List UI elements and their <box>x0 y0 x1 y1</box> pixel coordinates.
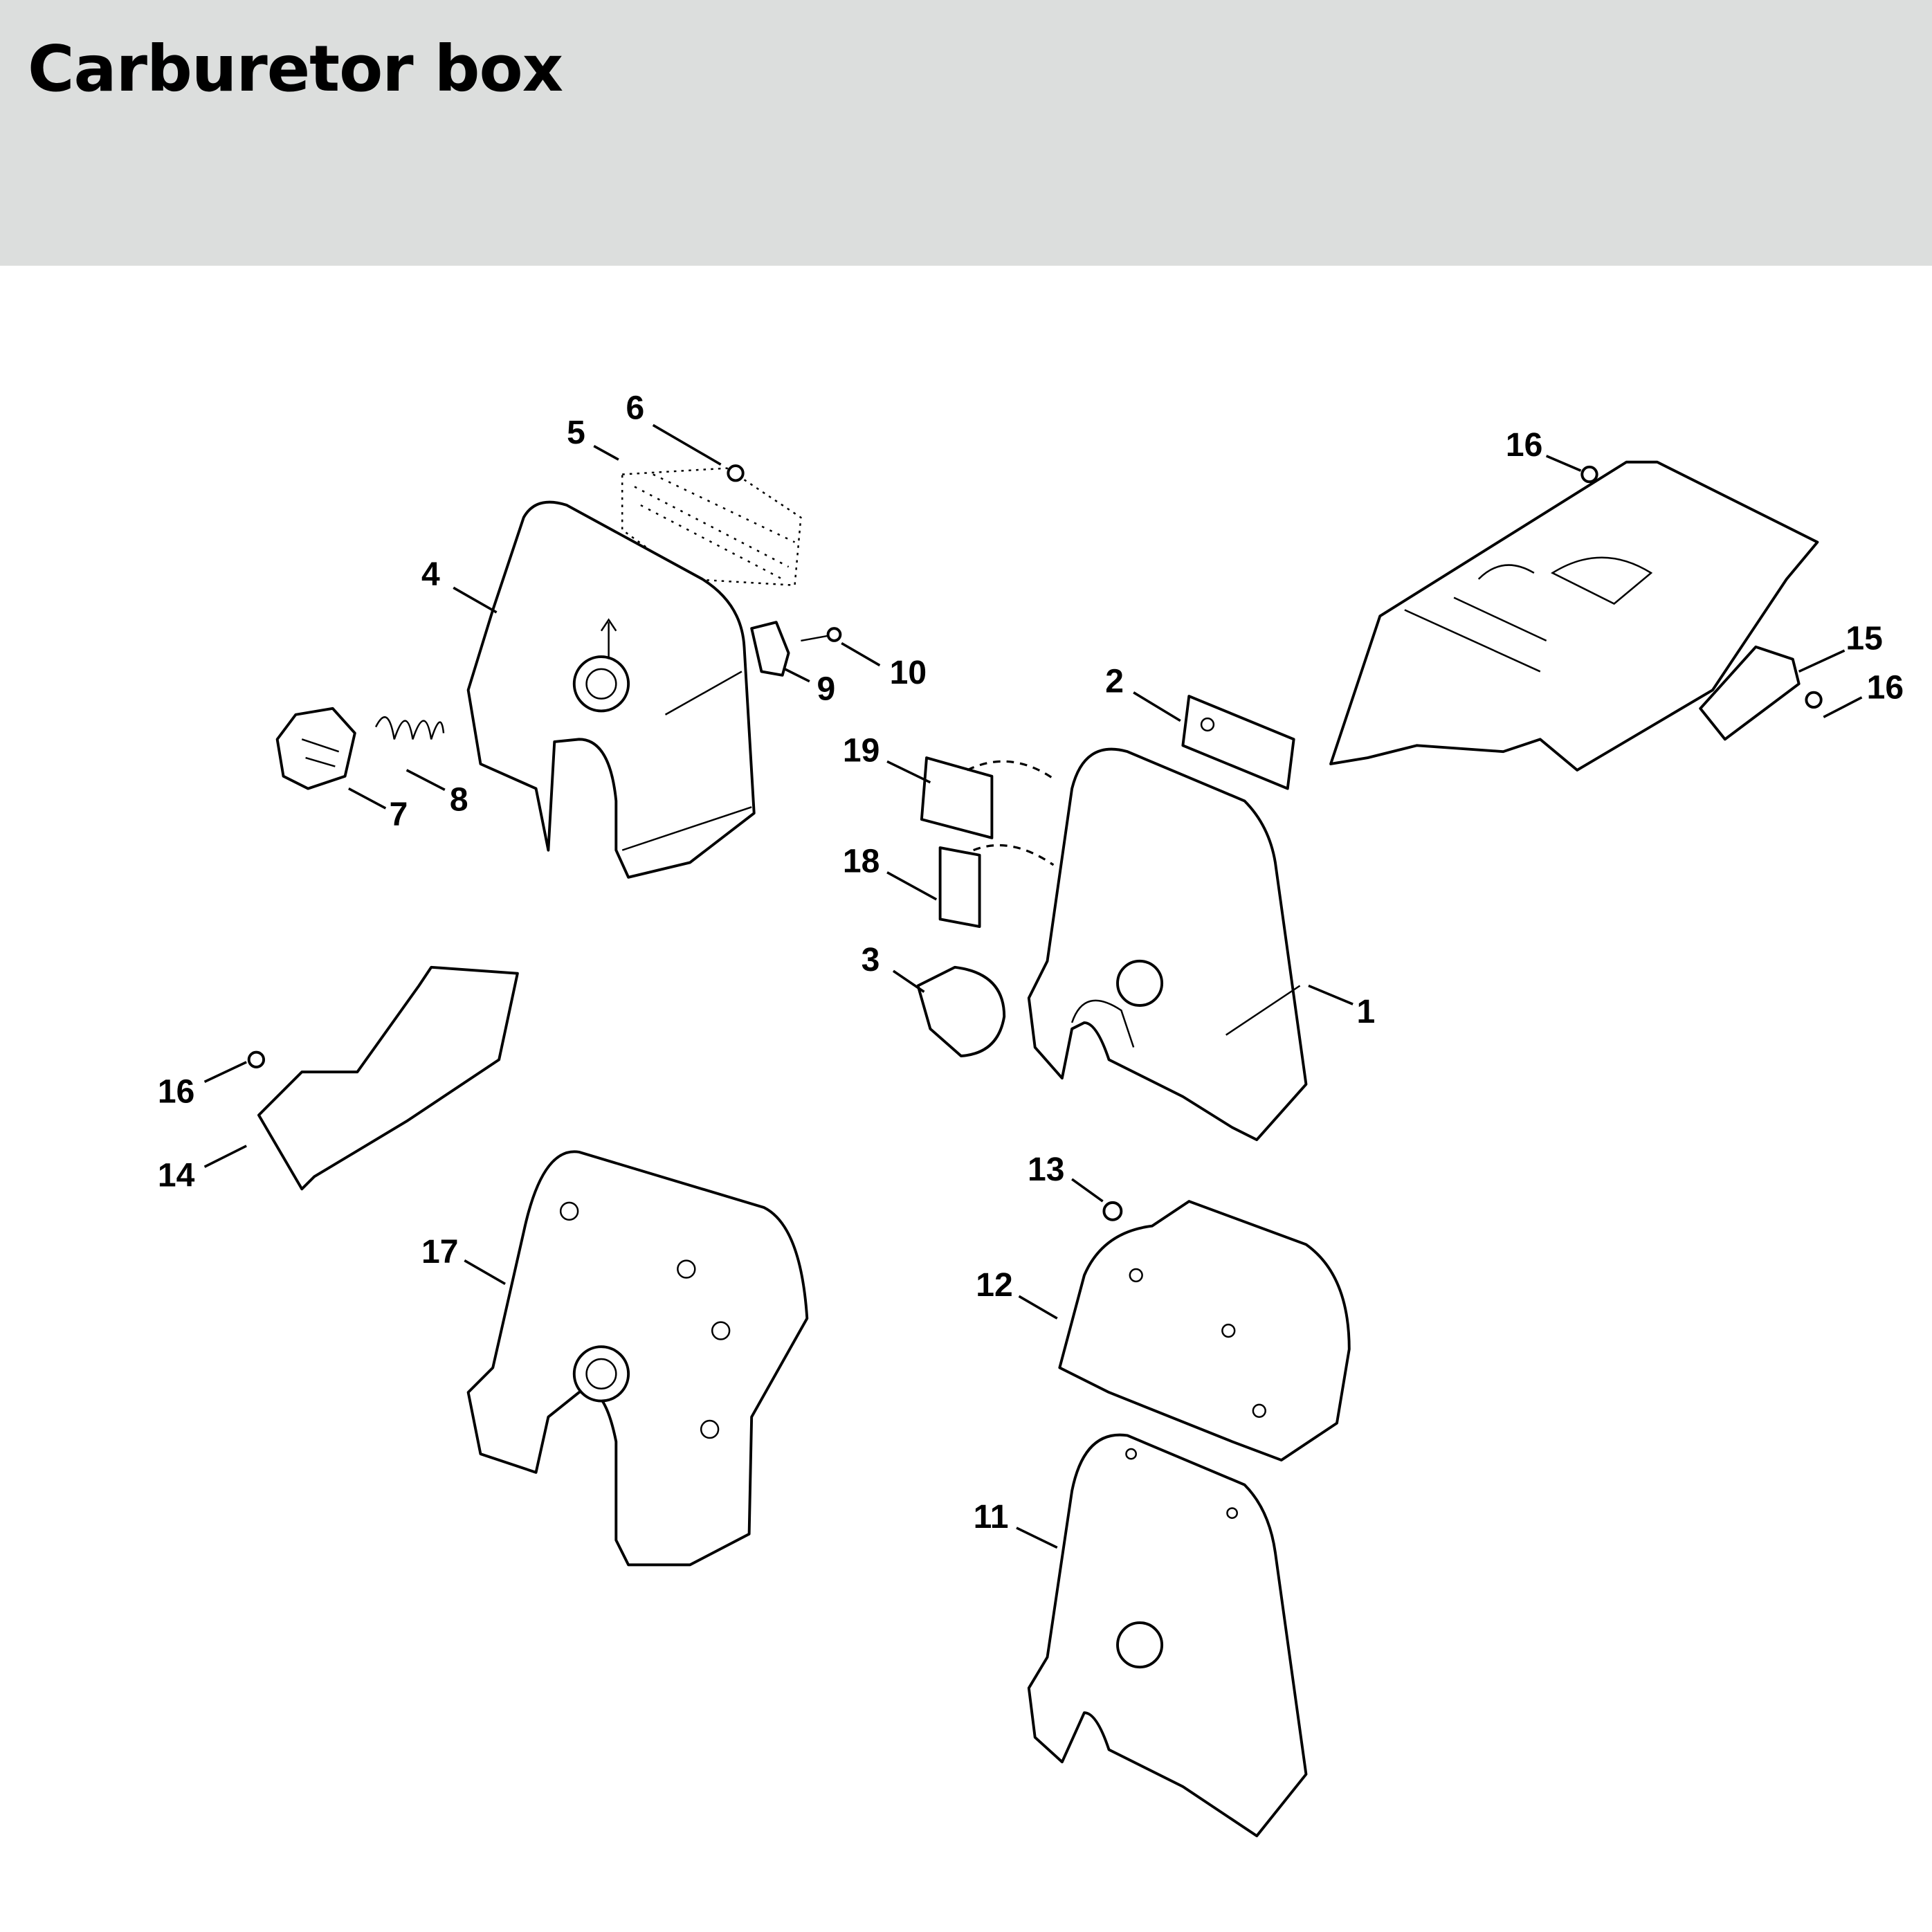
part-6-nut[interactable] <box>727 464 745 482</box>
part-12-top-cover[interactable] <box>1058 1200 1351 1461</box>
part-4-cover[interactable] <box>466 500 756 879</box>
part-2-label[interactable] <box>1181 695 1295 790</box>
top-shroud[interactable] <box>1329 460 1819 772</box>
part-5-screen[interactable] <box>621 467 802 587</box>
callout-2: 2 <box>1105 663 1124 700</box>
callout-13: 13 <box>1028 1151 1064 1188</box>
callout-5: 5 <box>567 414 585 451</box>
callout-18: 18 <box>843 843 880 880</box>
callout-17: 17 <box>421 1233 458 1270</box>
callout-11: 11 <box>974 1498 1009 1535</box>
callout-8: 8 <box>450 781 468 819</box>
part-3-choke-knob[interactable] <box>916 965 1006 1057</box>
part-16-screw-left[interactable] <box>247 1050 266 1068</box>
callout-6: 6 <box>626 389 645 426</box>
callout-labels: 6 5 16 4 10 9 2 15 16 19 7 8 18 3 1 16 1… <box>158 389 1904 1535</box>
callout-9: 9 <box>817 670 836 707</box>
part-18-label[interactable] <box>938 846 981 928</box>
callout-12: 12 <box>976 1266 1012 1304</box>
callout-14: 14 <box>158 1157 195 1194</box>
callout-16-top: 16 <box>1506 426 1542 464</box>
callout-10: 10 <box>890 654 927 691</box>
part-8-spring[interactable] <box>374 716 445 740</box>
part-17-cover[interactable] <box>466 1150 809 1567</box>
callout-16-right: 16 <box>1867 669 1904 707</box>
part-1-cover[interactable] <box>1027 747 1308 1142</box>
part-7-knob[interactable] <box>275 707 356 790</box>
callout-3: 3 <box>862 941 880 978</box>
part-10-screw[interactable] <box>801 627 842 642</box>
part-14-handle-cover[interactable] <box>257 965 519 1191</box>
part-9-bracket[interactable] <box>750 621 790 677</box>
callout-15: 15 <box>1846 619 1882 657</box>
part-16-screw-right[interactable] <box>1805 691 1823 709</box>
part-11-cover[interactable] <box>1027 1433 1308 1838</box>
part-13-grommet[interactable] <box>1102 1201 1123 1221</box>
leader-lines <box>203 423 1863 1549</box>
page-title: Carburetor box <box>28 32 563 106</box>
callout-19: 19 <box>843 731 880 769</box>
part-19-label[interactable] <box>920 756 994 839</box>
callout-7: 7 <box>390 796 408 833</box>
callout-1: 1 <box>1356 993 1375 1030</box>
header-bar: Carburetor box <box>0 0 1932 266</box>
callout-4: 4 <box>421 556 440 593</box>
part-16-screw-top[interactable] <box>1580 465 1598 484</box>
callout-16-left: 16 <box>158 1073 194 1111</box>
part-15-cover-piece[interactable] <box>1699 645 1801 741</box>
